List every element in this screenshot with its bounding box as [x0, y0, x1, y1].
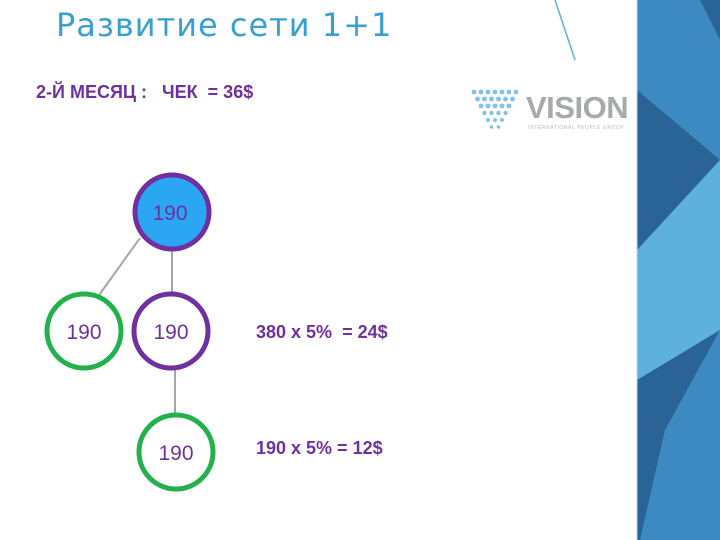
- node-top-value: 190: [152, 202, 187, 225]
- node-left-value: 190: [66, 321, 101, 344]
- node-bottom: [136, 412, 216, 492]
- node-middle-value: 190: [153, 321, 188, 344]
- node-left: [44, 291, 124, 371]
- logo-tagline: INTERNATIONAL PEOPLE GROUP: [528, 125, 625, 131]
- deco-panel-mid: [637, 0, 720, 160]
- deco-panel-light: [637, 160, 720, 380]
- node-middle: [131, 291, 211, 371]
- deco-panel-white: [560, 0, 637, 60]
- deco-line: [554, 0, 576, 61]
- node-bottom-value: 190: [158, 442, 193, 465]
- formula-row-2: 190 x 5% = 12$: [256, 438, 383, 458]
- vision-logo: VISION INTERNATIONAL PEOPLE GROUP: [470, 88, 629, 138]
- formula-row-1: 380 x 5% = 24$: [256, 322, 388, 342]
- deco-panel-lower: [640, 330, 720, 540]
- month-heading: 2-Й МЕСЯЦ : ЧЕК = 36$: [36, 82, 254, 102]
- logo-word: VISION: [526, 90, 629, 125]
- edge-top-left: [96, 237, 141, 299]
- logo-dots-icon: [471, 89, 519, 129]
- node-top: [132, 172, 212, 252]
- slide-title: Развитие сети 1+1: [56, 6, 393, 44]
